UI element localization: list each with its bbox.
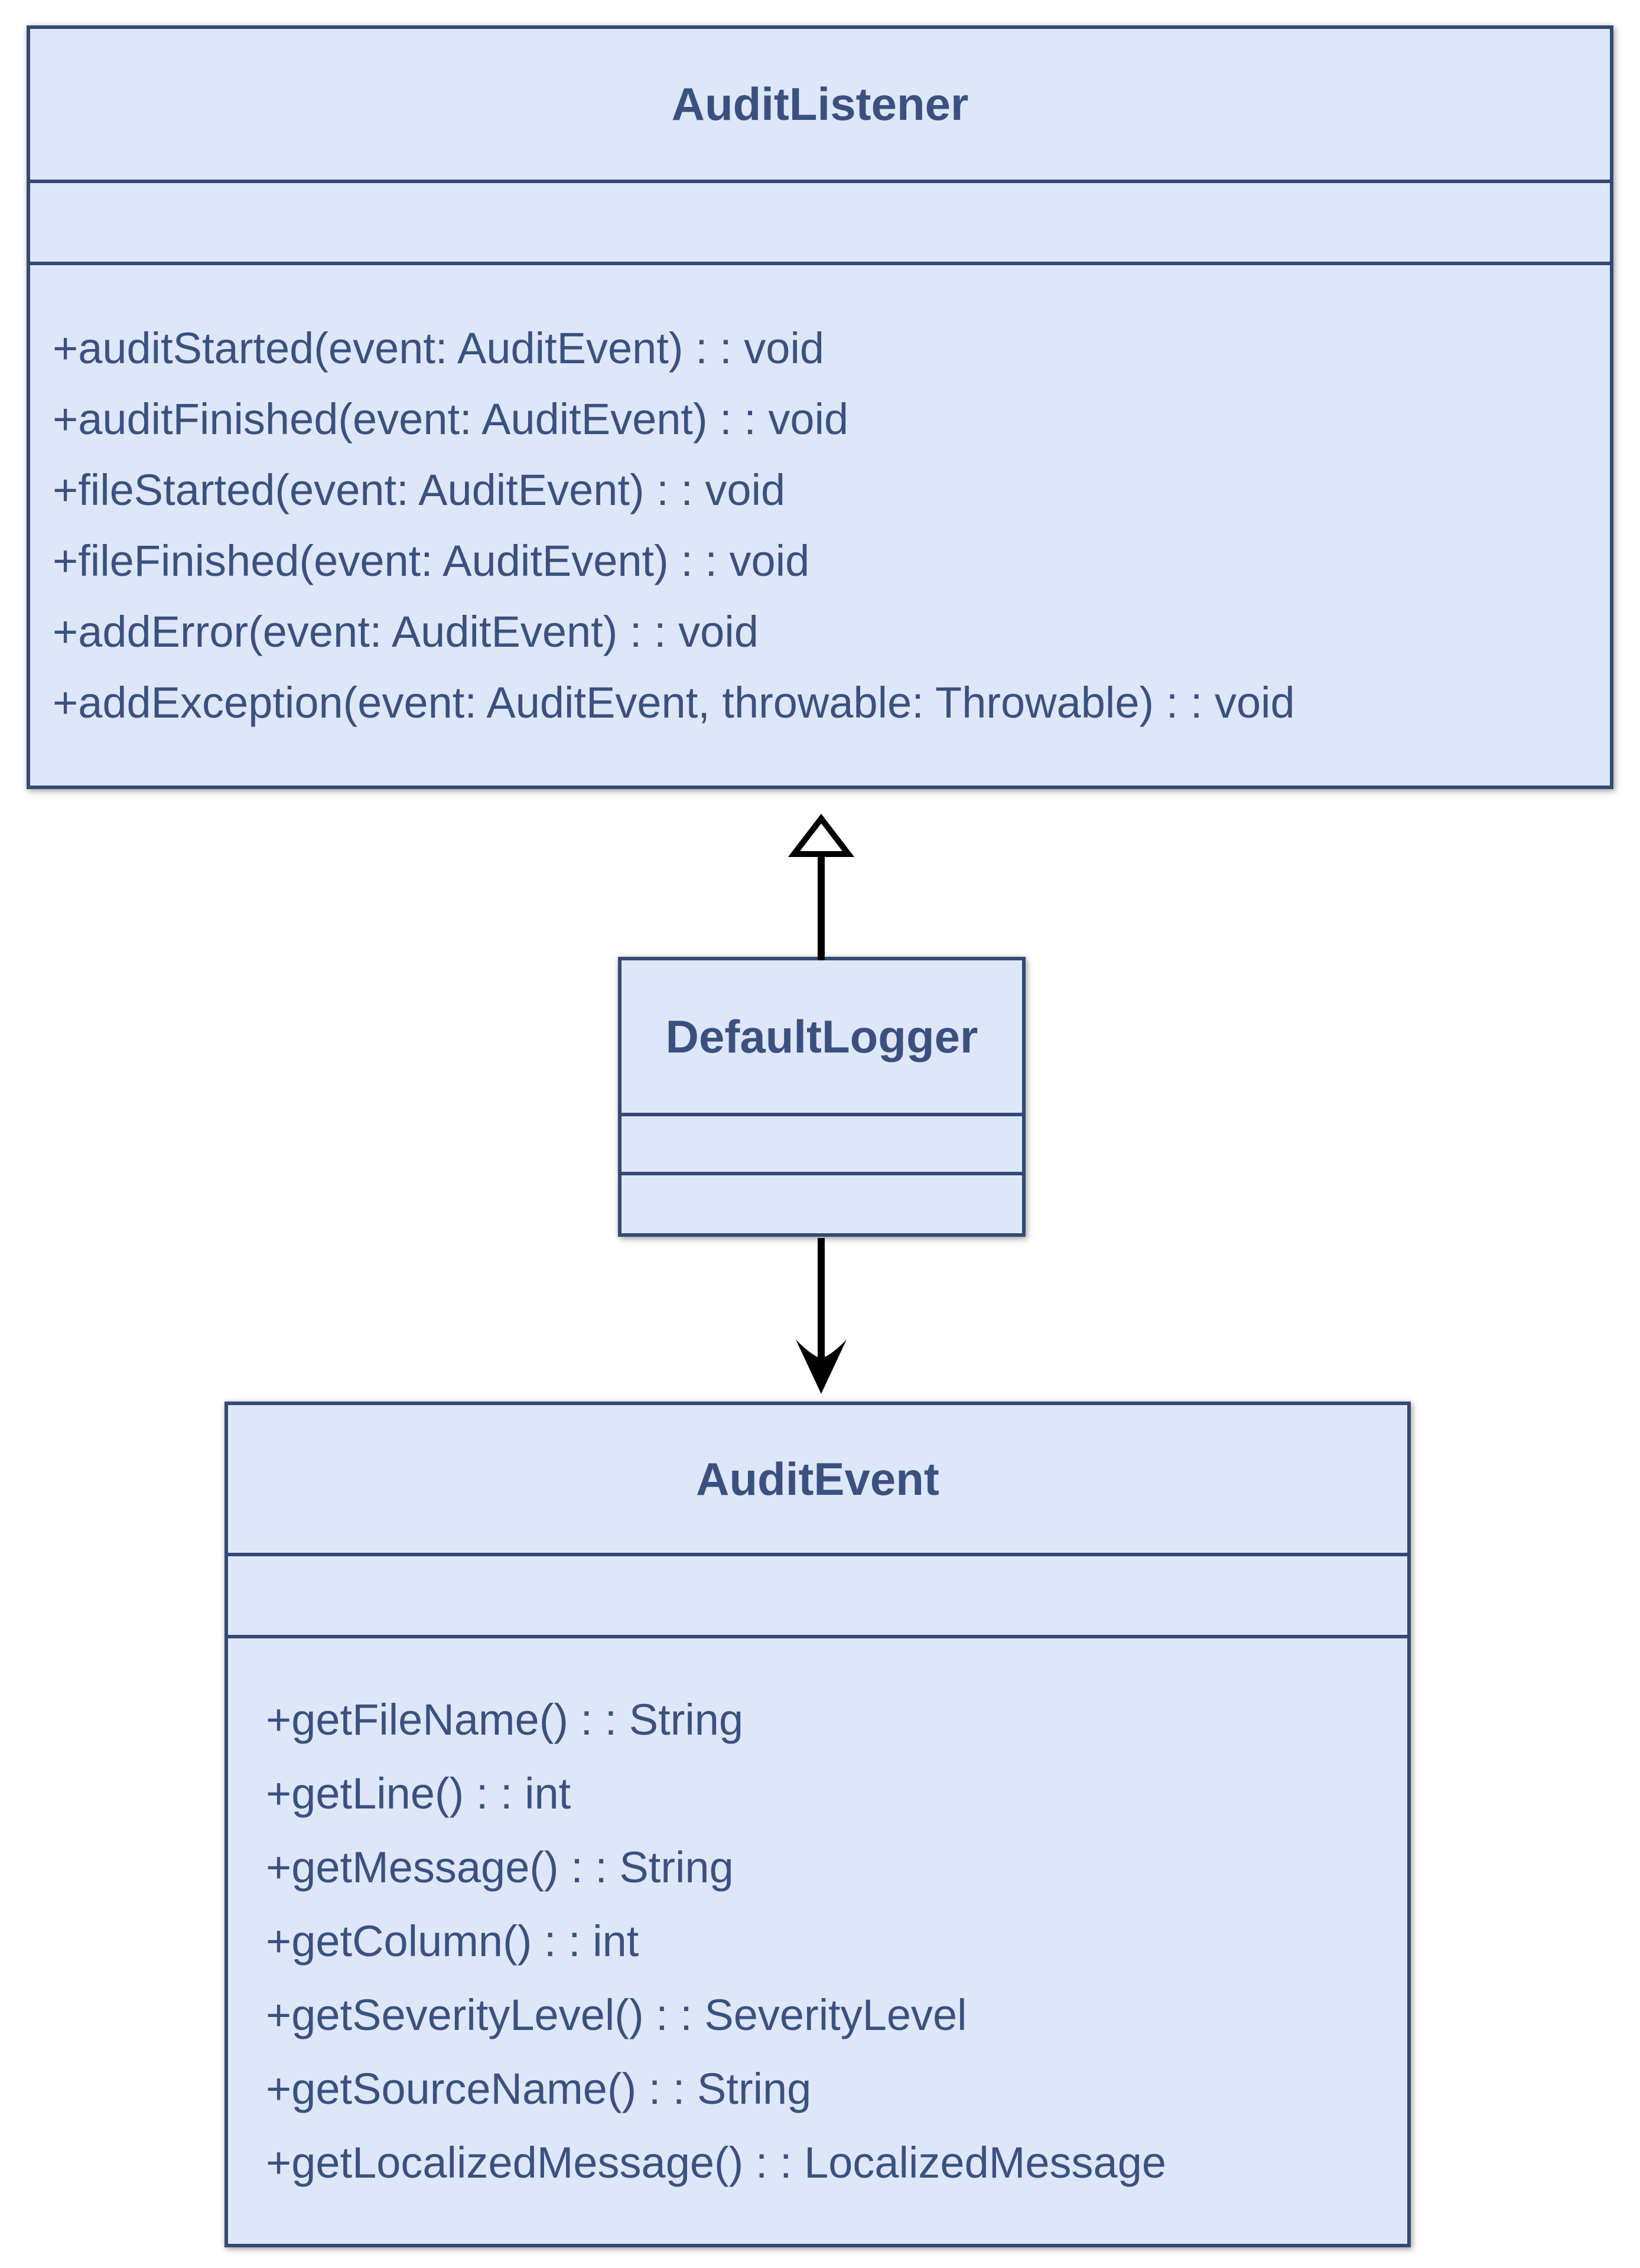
method-label: +auditStarted(event: AuditEvent) : : voi… <box>53 323 825 373</box>
method-label: +getLine() : : int <box>266 1769 571 1818</box>
attributes-compartment <box>30 180 1610 262</box>
generalization-arrow <box>788 813 855 960</box>
class-title-compartment: AuditEvent <box>228 1405 1407 1553</box>
method-label: +addException(event: AuditEvent, throwab… <box>53 677 1295 727</box>
method-label: +getSourceName() : : String <box>266 2064 812 2113</box>
class-title-compartment: DefaultLogger <box>621 960 1022 1113</box>
method-label: +auditFinished(event: AuditEvent) : : vo… <box>53 394 849 444</box>
arrowhead-icon <box>796 1340 847 1394</box>
class-box-defaultlogger: DefaultLogger <box>618 957 1026 1237</box>
method-label: +getColumn() : : int <box>266 1917 639 1966</box>
class-title-auditevent: AuditEvent <box>696 1452 939 1505</box>
hollow-triangle-icon <box>788 813 855 857</box>
class-box-auditlistener: AuditListener +auditStarted(event: Audit… <box>27 25 1613 789</box>
method-label: +getMessage() : : String <box>266 1843 734 1892</box>
association-arrow <box>796 1238 847 1394</box>
method-label: +fileFinished(event: AuditEvent) : : voi… <box>53 536 810 585</box>
methods-compartment <box>621 1172 1022 1233</box>
class-title-auditlistener: AuditListener <box>671 78 969 130</box>
method-label: +getFileName() : : String <box>266 1695 744 1744</box>
methods-compartment: +getFileName() : : String +getLine() : : … <box>228 1635 1407 2244</box>
method-label: +fileStarted(event: AuditEvent) : : void <box>53 465 786 514</box>
class-title-defaultlogger: DefaultLogger <box>665 1010 978 1063</box>
methods-compartment: +auditStarted(event: AuditEvent) : : voi… <box>30 262 1610 786</box>
method-label: +getSeverityLevel() : : SeverityLevel <box>266 1990 967 2039</box>
class-box-auditevent: AuditEvent +getFileName() : : String+get… <box>224 1402 1411 2247</box>
class-title-compartment: AuditListener <box>30 29 1610 180</box>
method-label: +addError(event: AuditEvent) : : void <box>53 607 759 656</box>
attributes-compartment <box>621 1113 1022 1172</box>
method-label: +getLocalizedMessage() : : LocalizedMess… <box>266 2138 1167 2187</box>
attributes-compartment <box>228 1553 1407 1635</box>
